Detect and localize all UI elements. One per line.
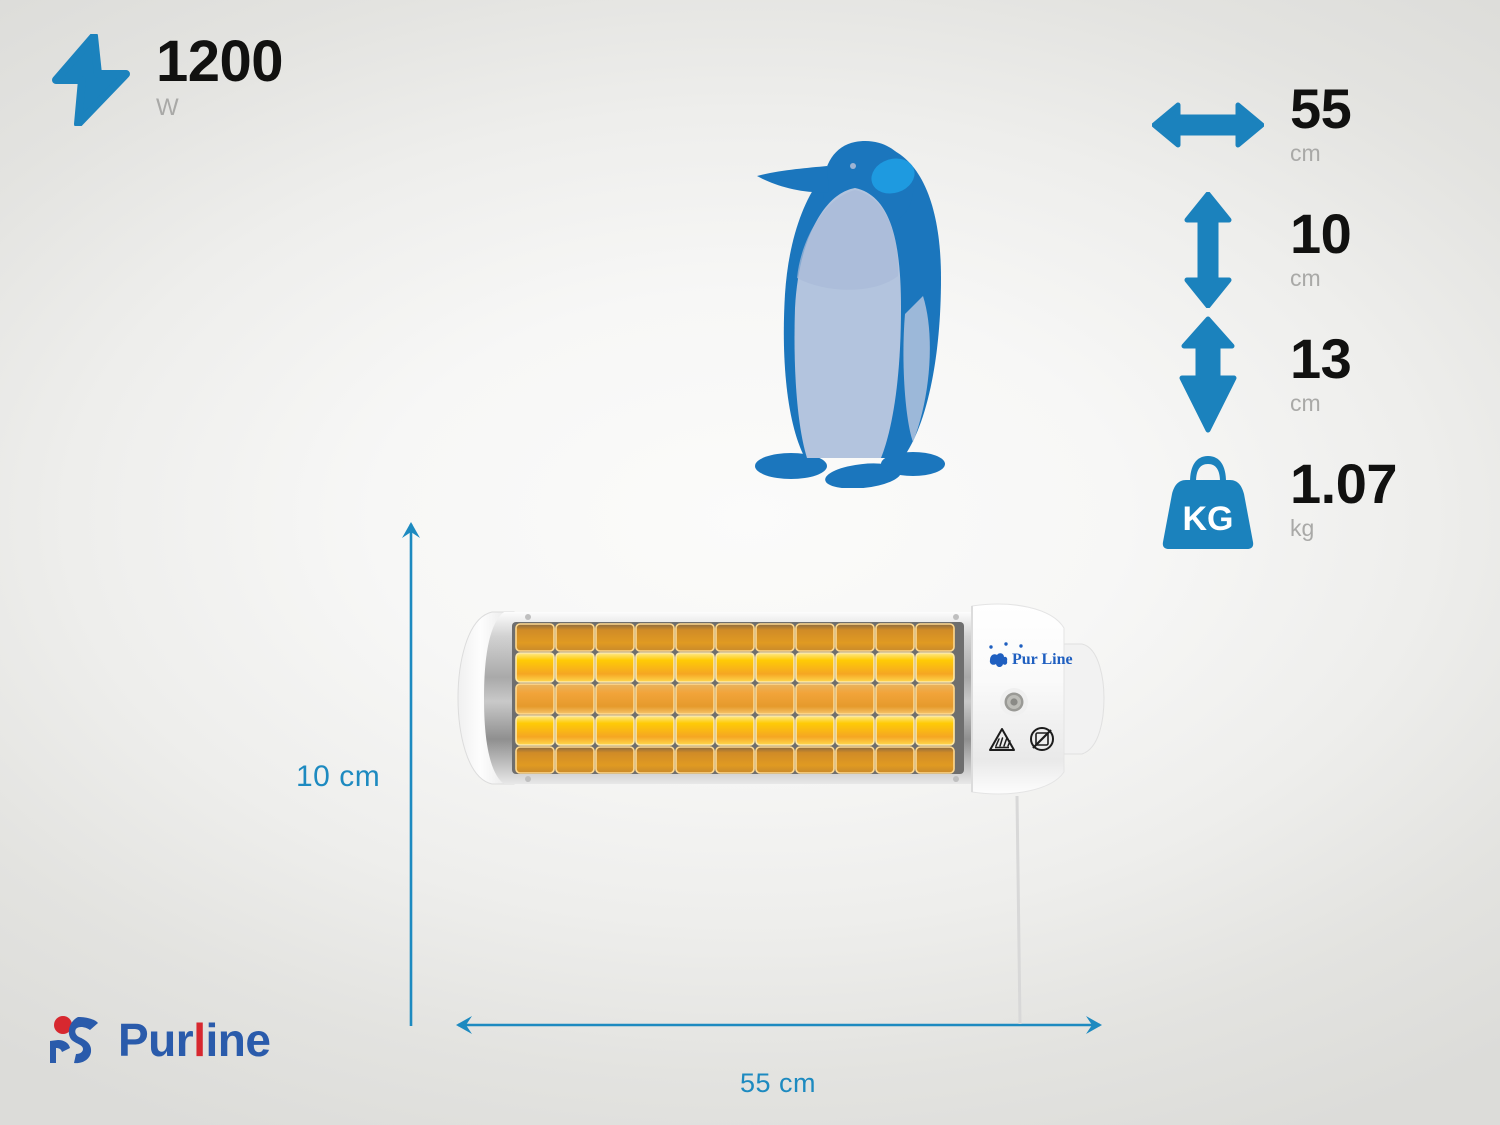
brand-logo: Purline (50, 1014, 271, 1066)
arrow-depth-icon (1144, 316, 1272, 434)
depth-unit: cm (1290, 390, 1321, 417)
body-screw-top (525, 614, 531, 620)
weight-icon-label: KG (1183, 500, 1234, 538)
wordmark-accent: l (193, 1014, 206, 1066)
arrow-horizontal-icon (1144, 100, 1272, 150)
no-dispose-icon (1030, 727, 1054, 751)
sensor-knob (1000, 688, 1028, 716)
weight-kg-icon: KG (1144, 448, 1272, 552)
height-unit: cm (1290, 265, 1321, 292)
width-callout-label: 55 cm (740, 1068, 817, 1098)
brand-plate-label: Pur Line (1012, 651, 1073, 668)
infrared-quartz-heater: Pur Line (457, 603, 1105, 1025)
lightning-bolt-icon (52, 34, 130, 126)
height-value: 10 (1290, 201, 1352, 265)
dimension-specs: 55 cm 10 cm 13 cm KG (1144, 62, 1444, 562)
arrow-vertical-icon (1144, 191, 1272, 308)
body-screw-top-right (953, 614, 959, 620)
body-screw-bottom-right (953, 776, 959, 782)
weight-unit: kg (1290, 515, 1315, 542)
do-not-cover-icon (989, 728, 1015, 751)
rear-mount-plate (1057, 643, 1105, 755)
height-measurement-line (402, 522, 420, 1026)
power-unit: W (156, 94, 179, 122)
weight-value: 1.07 (1290, 451, 1398, 515)
width-unit: cm (1290, 140, 1321, 167)
spec-width: 55 cm (1144, 62, 1444, 187)
width-value: 55 (1290, 76, 1352, 140)
wordmark-part-a: Pur (118, 1014, 194, 1066)
warning-icons (989, 727, 1054, 751)
spec-weight: KG 1.07 kg (1144, 437, 1444, 562)
purline-symbol-icon (50, 1016, 98, 1064)
height-callout-label: 10 cm (296, 760, 381, 793)
grille-cells (515, 623, 955, 774)
brand-wordmark: Purline (118, 1014, 271, 1066)
depth-value: 13 (1290, 326, 1352, 390)
penguin-illustration (755, 141, 945, 488)
body-screw-bottom (525, 776, 531, 782)
power-value: 1200 (156, 29, 284, 94)
width-measurement-line (456, 1016, 1102, 1034)
wordmark-part-b: ine (205, 1014, 271, 1066)
spec-depth: 13 cm (1144, 312, 1444, 437)
brand-plate: Pur Line (989, 642, 1073, 668)
spec-height: 10 cm (1144, 187, 1444, 312)
power-spec: 1200 W (48, 29, 284, 126)
pull-cord (1015, 795, 1022, 1025)
